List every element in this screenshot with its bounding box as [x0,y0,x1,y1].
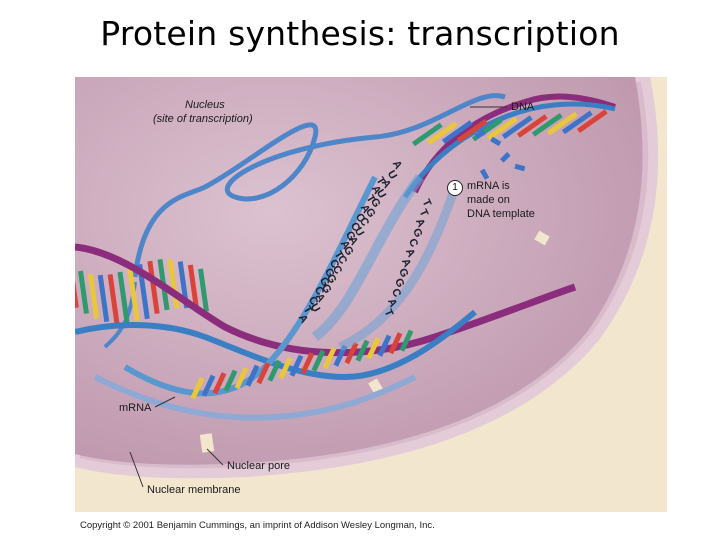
mrna-rung [377,334,392,357]
nucleus-label: Nucleus [185,99,225,111]
nuclear-membrane-label: Nuclear membrane [147,484,241,496]
leader-lines [129,106,507,488]
dna-template-band [311,174,425,341]
dna-rung [456,119,488,143]
dna-rung [441,120,473,144]
dna-helix-top [402,93,616,199]
mrna-rung [399,329,414,352]
nuclear-pore-label: Nuclear pore [227,460,290,472]
dna-rung [127,267,140,322]
transcription-diagram: Nucleus (site of transcription) DNA 1 mR… [75,77,667,512]
step-1-badge: 1 [447,180,463,196]
mrna-rung [311,349,326,372]
dna-ribbon-thin [132,93,506,278]
nucleus-sublabel: (site of transcription) [153,113,253,125]
mrna-rung [300,352,315,375]
dna-rung [411,122,443,147]
nuclear-pore-1 [199,433,215,453]
mrna-rung [267,359,282,382]
dna-rung [486,116,518,141]
dna-rung [87,273,100,319]
mrna-backbone-lower [93,374,417,421]
copyright-notice: Copyright © 2001 Benjamin Cummings, an i… [80,520,435,531]
mrna-rung [223,369,238,392]
diagram-artwork [75,77,667,512]
mrna-rung [388,332,403,355]
dna-rung [137,264,150,320]
dna-rung [501,115,533,140]
dna-rung [187,264,200,310]
dna-rung [546,111,578,136]
mrna-rung [355,339,370,362]
dna-rung [75,266,79,309]
dna-rung [117,271,130,323]
dna-rung [531,113,563,137]
mrna-rung [212,372,227,395]
dna-rung [426,121,458,146]
dna-rung [78,270,89,314]
mrna-rung [289,354,304,377]
dna-coding-band [338,185,460,352]
mrna-rung [278,357,293,380]
mrna-rung [234,367,249,390]
dna-rung [97,274,110,323]
mrna-rung [256,362,271,385]
dna-rung [576,109,608,134]
dna-strand-purple [75,243,577,357]
step-line-1: mRNA is [467,180,510,192]
nuclear-pore-3 [534,230,550,246]
mrna-rung [245,364,260,387]
dna-rung [198,268,209,312]
dna-label: DNA [511,101,535,113]
dna-rung [107,274,120,324]
step-line-3: DNA template [467,208,535,220]
step-line-2: made on [467,194,510,206]
mrna-rung [190,377,205,400]
mrna-rung [201,374,216,397]
dna-rung [516,114,548,138]
mrna-rung [366,337,381,360]
slide-title: Protein synthesis: transcription [100,14,620,53]
dna-rung [177,261,190,309]
mrna-label: mRNA [119,402,152,414]
mrna-rung [333,344,348,367]
mrna-rung [344,342,359,365]
dna-rung [561,110,593,135]
free-nucleotides [474,129,526,180]
mrna-rung [322,347,337,370]
